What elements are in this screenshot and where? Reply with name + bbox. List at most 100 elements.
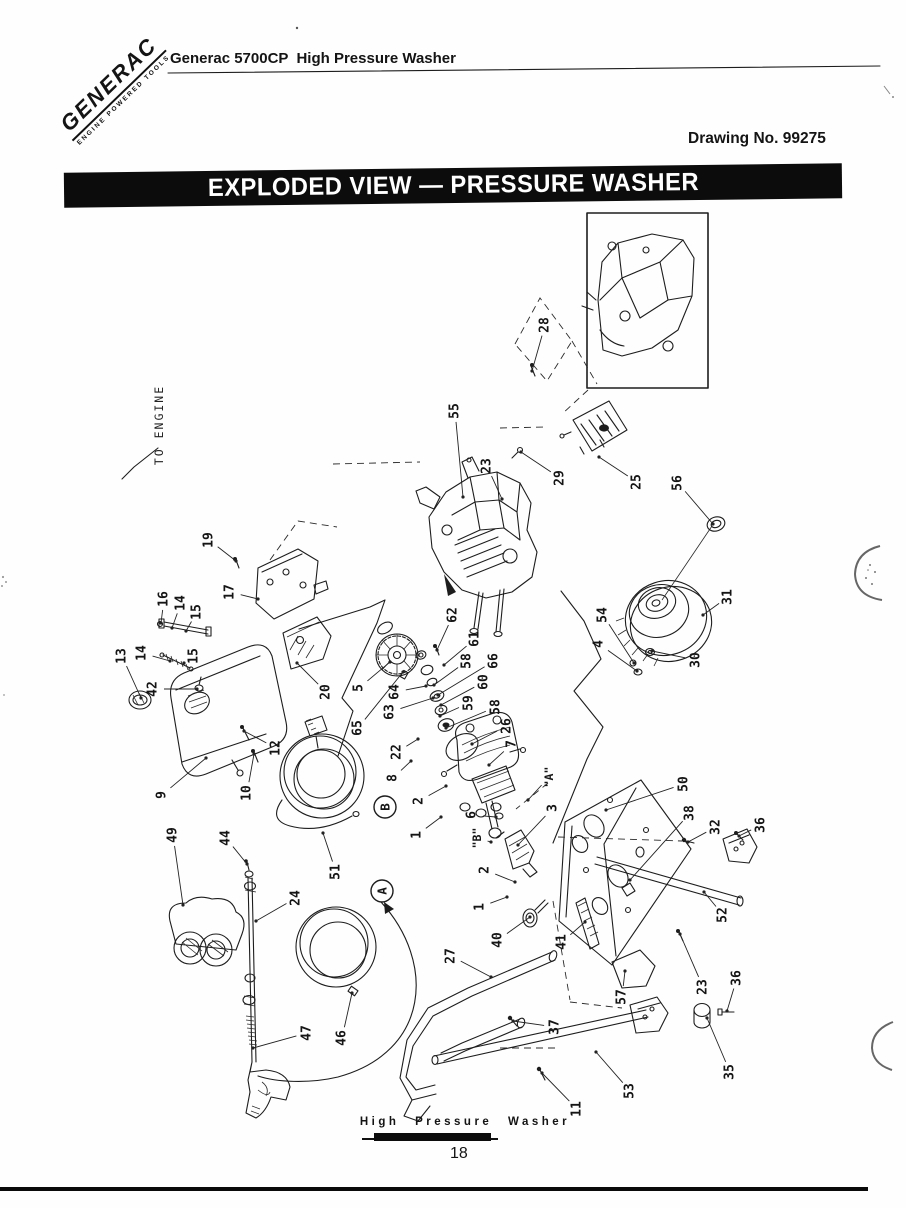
- engine-assembly: [415, 456, 538, 638]
- scan-artifacts: [1, 26, 894, 1071]
- part-callout-59: 59: [462, 695, 477, 711]
- part-callout-14: 14: [135, 645, 150, 661]
- part-callout-54: 54: [596, 607, 611, 623]
- part-callout-29: 29: [553, 470, 568, 486]
- ref-marker-B: "B": [470, 828, 484, 849]
- part-callout-2: 2: [478, 866, 493, 874]
- part-callout-53: 53: [623, 1083, 638, 1099]
- part-callout-27: 27: [444, 948, 459, 964]
- part-callout-58: 58: [489, 699, 504, 715]
- ref-marker-A: "A": [542, 767, 556, 788]
- page-bottom-edge: [0, 1187, 868, 1191]
- part-callout-66: 66: [487, 653, 502, 669]
- part-callout-6: 6: [465, 811, 480, 819]
- part-callout-36: 36: [730, 970, 745, 986]
- pump-assembly: [440, 711, 549, 928]
- part-callout-49: 49: [166, 827, 181, 843]
- part-callout-52: 52: [716, 907, 731, 923]
- part-callout-13: 13: [115, 648, 130, 664]
- part-callout-23: 23: [696, 979, 711, 995]
- view-marker-A: A: [375, 887, 390, 895]
- page-number: 18: [450, 1145, 468, 1162]
- to-engine-leader: [121, 447, 159, 480]
- part-callout-9: 9: [155, 791, 170, 799]
- part-callout-44: 44: [219, 830, 234, 846]
- part-callout-22: 22: [390, 744, 405, 760]
- part-callout-51: 51: [329, 864, 344, 880]
- part-callout-14: 14: [174, 595, 189, 611]
- axle-and-brackets: [594, 828, 758, 989]
- part-callout-36: 36: [754, 817, 769, 833]
- part-callout-17: 17: [223, 584, 238, 600]
- part-callout-47: 47: [300, 1025, 315, 1041]
- part-callout-63: 63: [383, 704, 398, 720]
- spray-wand-and-gun: [242, 859, 291, 1119]
- part-callout-55: 55: [448, 403, 463, 419]
- part-callout-56: 56: [671, 475, 686, 491]
- part-callout-7: 7: [505, 740, 520, 748]
- callout-leaders: [126, 335, 752, 1102]
- footer-caption: High Pressure Washer: [359, 1116, 571, 1128]
- part-callout-46: 46: [335, 1030, 350, 1046]
- to-engine-annotation: TO ENGINE: [121, 385, 166, 480]
- part-callout-40: 40: [491, 932, 506, 948]
- part-callout-23: 23: [480, 458, 495, 474]
- part-callout-20: 20: [319, 684, 334, 700]
- part-callout-5: 5: [352, 684, 367, 692]
- part-callout-8: 8: [386, 774, 401, 782]
- part-callout-64: 64: [388, 684, 403, 700]
- frame-plate: [558, 779, 692, 966]
- page-title: Generac 5700CP High Pressure Washer: [170, 50, 456, 67]
- part-callout-57: 57: [615, 989, 630, 1005]
- view-marker-circle-A: [370, 879, 394, 903]
- handle-and-crossbar: [399, 950, 735, 1122]
- part-callout-26: 26: [500, 718, 515, 734]
- part-callout-50: 50: [677, 776, 692, 792]
- drawing-number: Drawing No. 99275: [688, 130, 826, 147]
- nozzle-holder: [168, 896, 245, 967]
- part-callout-28: 28: [538, 317, 553, 333]
- header-rule: [167, 65, 881, 74]
- view-marker-B: B: [378, 803, 393, 811]
- footer-bar: [374, 1133, 491, 1141]
- part-callout-16: 16: [157, 591, 172, 607]
- part-callout-42: 42: [146, 681, 161, 697]
- part-callout-30: 30: [689, 652, 704, 668]
- part-callout-32: 32: [709, 819, 724, 835]
- part-callout-2: 2: [412, 797, 427, 805]
- part-callout-38: 38: [683, 805, 698, 821]
- mount-brackets: [156, 548, 332, 672]
- part-callout-37: 37: [548, 1019, 563, 1035]
- part-callout-1: 1: [410, 831, 425, 839]
- part-callout-1: 1: [473, 903, 488, 911]
- part-callout-60: 60: [477, 674, 492, 690]
- part-callout-11: 11: [570, 1101, 585, 1117]
- part-callout-31: 31: [721, 589, 736, 605]
- part-callout-41: 41: [555, 934, 570, 950]
- inset-detail-box: [581, 212, 709, 389]
- part-callout-62: 62: [446, 607, 461, 623]
- part-callout-12: 12: [269, 740, 284, 756]
- view-markers: BA: [370, 795, 397, 903]
- wheel: [615, 516, 726, 676]
- part-callout-24: 24: [289, 890, 304, 906]
- hoses: [257, 715, 417, 1082]
- fuel-tank: [128, 644, 288, 777]
- part-callout-25: 25: [630, 474, 645, 490]
- part-callout-61: 61: [468, 631, 483, 647]
- to-engine-label: TO ENGINE: [152, 385, 166, 465]
- view-marker-circle-B: [373, 795, 397, 819]
- part-callout-10: 10: [240, 785, 255, 801]
- part-callout-65: 65: [351, 720, 366, 736]
- part-callout-35: 35: [723, 1064, 738, 1080]
- part-callout-3: 3: [546, 804, 561, 812]
- part-callout-15: 15: [190, 604, 205, 620]
- part-callout-15: 15: [187, 648, 202, 664]
- phantom-lines: [269, 297, 683, 1049]
- part-callout-19: 19: [202, 532, 217, 548]
- muffler: [511, 363, 628, 459]
- part-callout-4: 4: [592, 640, 607, 648]
